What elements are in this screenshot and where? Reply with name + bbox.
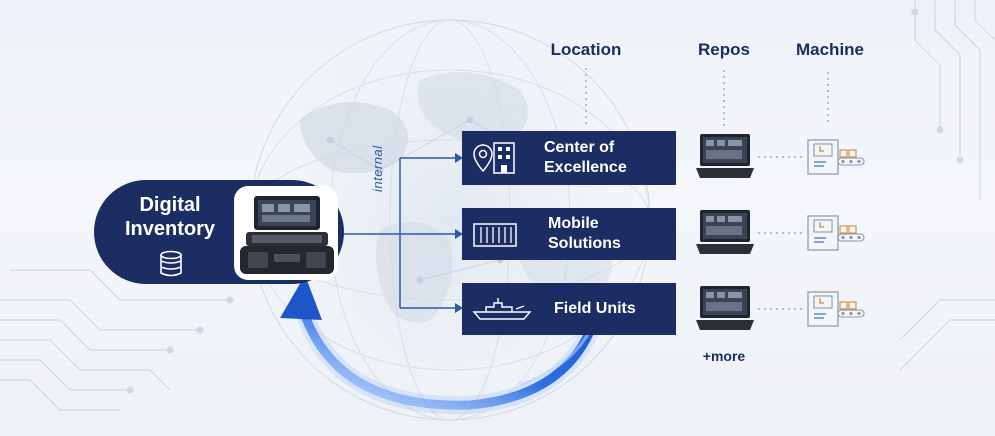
hub-title-line2: Inventory — [124, 218, 216, 240]
machine-column-header: Machine — [795, 40, 865, 59]
connector-arrowheads — [455, 153, 463, 313]
location-label-line1: Field Units — [554, 300, 636, 317]
location-label-line1: Center of — [544, 139, 615, 156]
repo-laptop-icon — [696, 134, 754, 178]
location-label-line2: Solutions — [548, 235, 621, 252]
return-cycle-arrow — [280, 275, 609, 415]
machine-icon — [807, 139, 865, 175]
ship-icon — [472, 298, 532, 320]
shipping-container-icon — [473, 223, 517, 247]
location-label: Center of Excellence — [544, 138, 627, 178]
machine-icon — [807, 291, 865, 327]
location-label-line1: Mobile — [548, 215, 599, 232]
rugged-laptop-icon — [240, 196, 334, 274]
hub-connectors — [338, 157, 455, 309]
repo-laptop-icon — [696, 210, 754, 254]
header-guides — [585, 68, 829, 126]
circuit-traces-right — [899, 0, 995, 371]
location-label-line2: Excellence — [544, 159, 627, 176]
repo-laptop-icon — [696, 286, 754, 330]
database-icon — [160, 250, 182, 277]
location-box-mobile-solutions: Mobile Solutions — [462, 208, 676, 260]
hub-title-line1: Digital — [139, 194, 201, 216]
location-box-center-of-excellence: Center of Excellence — [462, 131, 676, 185]
location-label: Field Units — [554, 299, 636, 319]
repos-column-header: Repos — [698, 40, 750, 59]
location-column-header: Location — [550, 40, 622, 59]
more-label: +more — [702, 348, 746, 364]
location-box-field-units: Field Units — [462, 283, 676, 335]
building-location-icon — [473, 142, 515, 174]
machine-icon — [807, 215, 865, 251]
circuit-traces-left — [0, 269, 234, 411]
repo-machine-links — [758, 156, 805, 310]
location-label: Mobile Solutions — [548, 214, 621, 254]
internal-connector-label: internal — [370, 145, 385, 192]
hub-title: Digital Inventory — [104, 193, 236, 241]
